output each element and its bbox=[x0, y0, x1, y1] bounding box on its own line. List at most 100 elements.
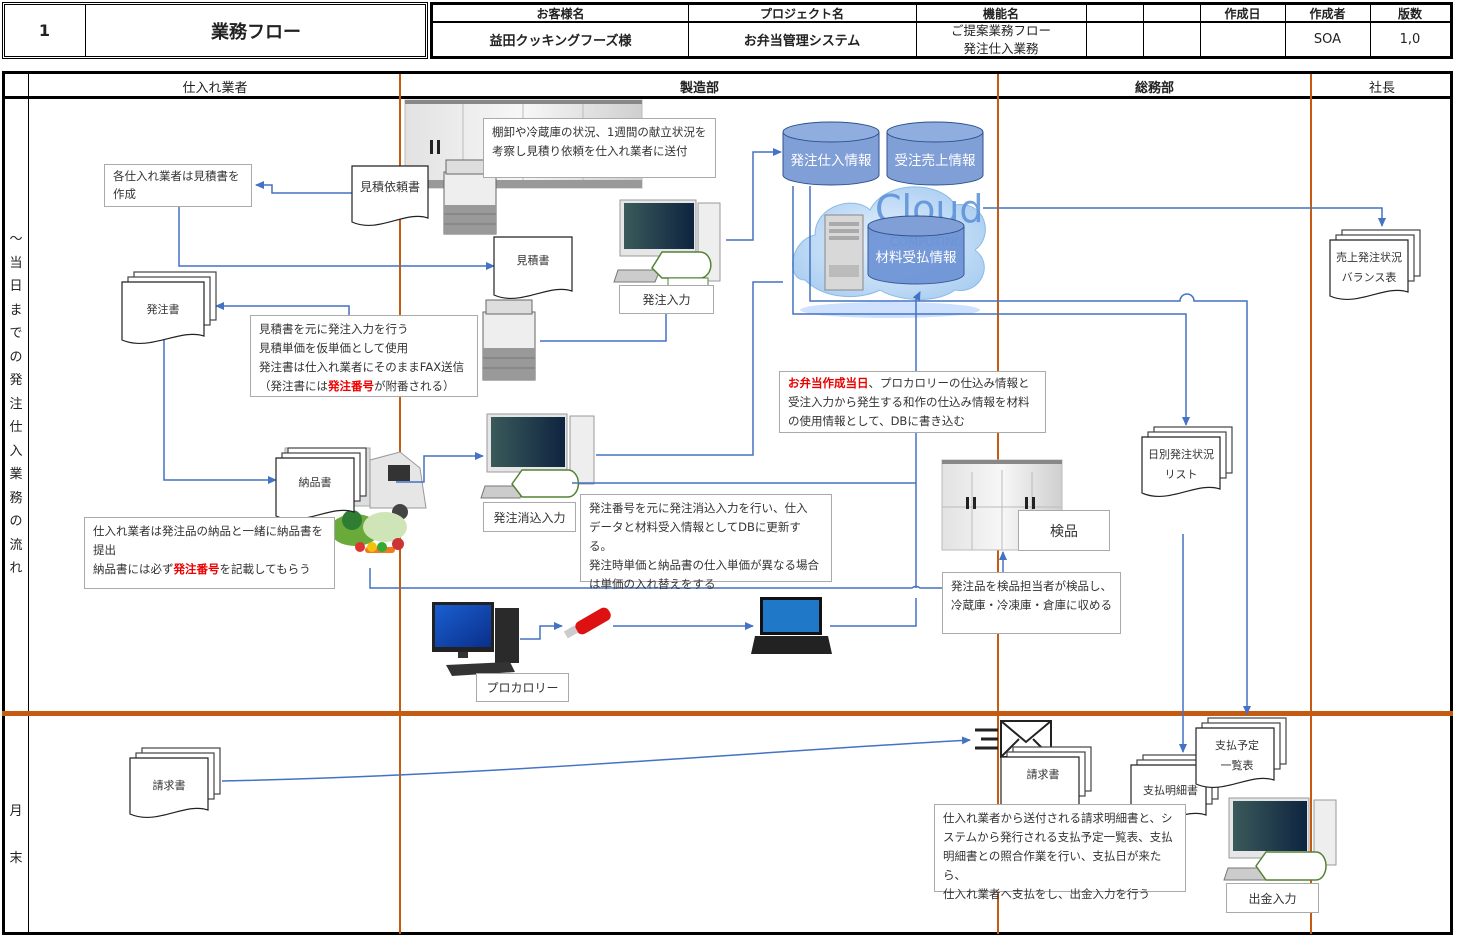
doc-line: バランス表 bbox=[1341, 271, 1397, 284]
note-line: 各仕入れ業者は見積書を bbox=[113, 169, 240, 183]
note-inspection: 発注品を検品担当者が検品し、 冷蔵庫・冷凍庫・倉庫に収める bbox=[942, 572, 1121, 634]
note-line: 仕入れ業者は発注品の納品と一緒に納品書を bbox=[93, 524, 323, 538]
lane-header-divider bbox=[2, 96, 1453, 99]
flow-pc-to-db bbox=[726, 148, 782, 241]
flow-order-input-down bbox=[540, 314, 667, 342]
phase-char: で bbox=[9, 326, 23, 341]
note-line: 棚卸や冷蔵庫の状況、1週間の献立状況を bbox=[492, 125, 707, 139]
doc-label-delivery-note: 納品書 bbox=[298, 476, 332, 489]
flow-laptop-to-db bbox=[830, 598, 917, 627]
flow-invoice-to-envelope bbox=[221, 736, 971, 782]
label-order-input: 発注入力 bbox=[619, 285, 714, 314]
note-line: データと材料受入情報としてDBに更新する。 bbox=[589, 520, 801, 553]
doc-label-quote-request: 見積依頼書 bbox=[359, 180, 420, 194]
function-line-2: 発注仕入業務 bbox=[963, 40, 1039, 56]
swimlane-frame bbox=[2, 71, 1453, 935]
note-line: 提出 bbox=[93, 543, 116, 557]
database-purchase-info bbox=[782, 121, 880, 186]
note-bento-day: お弁当作成当日、プロカロリーの仕込み情報と 受注入力から発生する和作の仕込み情報… bbox=[779, 371, 1046, 433]
created-date-label: 作成日 bbox=[1200, 5, 1285, 23]
document-invoice-supplier bbox=[129, 747, 221, 819]
phase-char: 発 bbox=[9, 373, 23, 388]
text: 納品書には必ず bbox=[93, 562, 174, 576]
db-label-sales-info: 受注売上情報 bbox=[894, 153, 976, 169]
document-quote bbox=[493, 236, 573, 300]
document-payment-schedule bbox=[1195, 717, 1287, 789]
doc-label-sales-balance: 売上発注状況 バランス表 bbox=[1330, 246, 1408, 290]
note-line: 見積単価を仮単価として使用 bbox=[259, 341, 409, 355]
document-purchase-order bbox=[121, 271, 217, 345]
doc-label-invoice-received: 請求書 bbox=[1026, 768, 1060, 781]
note-line: の使用情報として、DBに書き込む bbox=[788, 414, 965, 428]
phase-char: ま bbox=[9, 302, 23, 318]
doc-label-payment-detail: 支払明細書 bbox=[1143, 784, 1198, 797]
note-line: （発注書には発注番号が附番される） bbox=[259, 377, 469, 396]
note-line: 発注品を検品担当者が検品し、 bbox=[951, 579, 1112, 593]
desktop-pc-icon-reconcile bbox=[480, 413, 595, 499]
flow-po-to-delivery bbox=[163, 340, 277, 484]
version-value: 1,0 bbox=[1399, 32, 1421, 47]
label-payment-input: 出金入力 bbox=[1226, 883, 1319, 913]
db-label-purchase-info: 発注仕入情報 bbox=[790, 153, 872, 169]
phase-char: 入 bbox=[9, 443, 23, 459]
flow-supplier-to-quote bbox=[178, 207, 495, 270]
doc-line: 売上発注状況 bbox=[1336, 251, 1402, 264]
phase-char: 〜 bbox=[9, 232, 23, 247]
project-value: お弁当管理システム bbox=[743, 34, 861, 49]
project-label: プロジェクト名 bbox=[688, 5, 916, 23]
flow-vegetables-to-inspection bbox=[369, 568, 942, 589]
phase-char: 仕 bbox=[9, 420, 23, 435]
database-sales-info bbox=[886, 121, 984, 186]
note-line: 仕入れ業者へ支払をし、出金入力を行う bbox=[943, 887, 1150, 901]
lane-header-manufacturing: 製造部 bbox=[679, 80, 719, 96]
function-line-1: ご提案業務フロー bbox=[950, 22, 1051, 38]
order-number-highlight: 発注番号 bbox=[328, 379, 374, 393]
desktop-pc-icon-procalorie bbox=[432, 602, 519, 676]
function-value: ご提案業務フロー 発注仕入業務 bbox=[916, 21, 1086, 58]
phase-label-month-end: 月末 bbox=[6, 788, 26, 882]
note-line: 考察し見積り依頼を仕入れ業者に送付 bbox=[492, 144, 688, 158]
header-info-table: お客様名 益田クッキングフーズ様 プロジェクト名 お弁当管理システム 機能名 ご… bbox=[430, 2, 1453, 59]
lane-header-president: 社長 bbox=[1368, 80, 1395, 96]
order-number-highlight: 発注番号 bbox=[173, 562, 220, 576]
flow-to-material-db bbox=[912, 291, 921, 588]
phase-char: の bbox=[9, 514, 23, 529]
db-label-material-info: 材料受払情報 bbox=[875, 250, 957, 266]
label-order-reconcile-input: 発注消込入力 bbox=[483, 502, 576, 532]
note-delivery: 仕入れ業者は発注品の納品と一緒に納品書を 提出 納品書には必ず発注番号を記載して… bbox=[84, 517, 335, 589]
header-id-block bbox=[2, 2, 428, 59]
laptop-icon bbox=[751, 597, 832, 654]
note-line: 明細書との照合作業を行い、支払日が来たら、 bbox=[943, 849, 1162, 882]
phase-char: 流 bbox=[9, 537, 23, 553]
desktop-pc-icon-payment bbox=[1223, 797, 1337, 881]
doc-line: 日別発注状況 bbox=[1148, 448, 1214, 461]
lane-header-general-affairs: 総務部 bbox=[1134, 80, 1174, 96]
customer-label: お客様名 bbox=[433, 5, 688, 23]
flow-delivery-to-reconcile bbox=[396, 452, 484, 483]
flow-reconcile-to-db bbox=[596, 281, 783, 456]
customer-value: 益田クッキングフーズ様 bbox=[489, 34, 632, 49]
bento-day-highlight: お弁当作成当日 bbox=[788, 376, 869, 390]
note-line: 仕入れ業者から送付される請求明細書と、シ bbox=[943, 811, 1173, 825]
note-line: は単価の入れ替えをする bbox=[589, 577, 716, 591]
doc-line: リスト bbox=[1164, 468, 1198, 481]
phase-char: 日 bbox=[9, 279, 23, 294]
doc-label-invoice-supplier: 請求書 bbox=[152, 779, 186, 792]
note-line: 発注番号を元に発注消込入力を行い、仕入 bbox=[589, 501, 808, 515]
phase-char: の bbox=[9, 349, 23, 365]
phase-char: 務 bbox=[9, 490, 23, 506]
document-daily-status bbox=[1141, 426, 1233, 498]
text: を記載してもらう bbox=[219, 562, 311, 576]
document-invoice-received bbox=[1000, 746, 1092, 816]
document-delivery-note bbox=[275, 447, 367, 521]
flow-quote-request-to-supplier bbox=[255, 181, 352, 194]
note-line: 発注時単価と納品書の仕入単価が異なる場合 bbox=[589, 558, 819, 572]
vegetables-icon bbox=[330, 510, 407, 553]
blank-label-2 bbox=[1143, 5, 1200, 23]
desktop-pc-icon-order-input bbox=[613, 199, 721, 291]
note-inventory: 棚卸や冷蔵庫の状況、1週間の献立状況を 考察し見積り依頼を仕入れ業者に送付 bbox=[483, 118, 716, 178]
label-procalorie: プロカロリー bbox=[476, 673, 569, 702]
flow-order-input-to-po bbox=[215, 302, 350, 318]
author-label: 作成者 bbox=[1285, 5, 1370, 23]
